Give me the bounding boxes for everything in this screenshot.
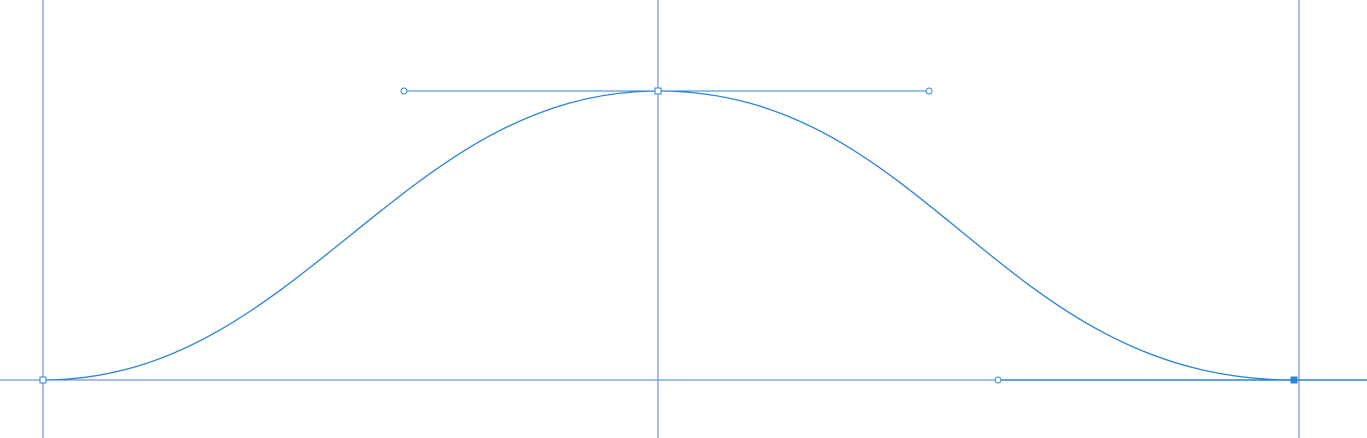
peak-anchor-point[interactable] [654,87,662,95]
handle-lines [404,90,1367,381]
peak-out-handle-point[interactable] [925,87,933,95]
end-anchor-point-selected[interactable] [1290,376,1298,384]
bell-curve-path[interactable] [42,90,1295,381]
end-in-handle-point[interactable] [994,376,1002,384]
peak-in-handle-point[interactable] [400,87,408,95]
start-anchor-point[interactable] [39,376,47,384]
